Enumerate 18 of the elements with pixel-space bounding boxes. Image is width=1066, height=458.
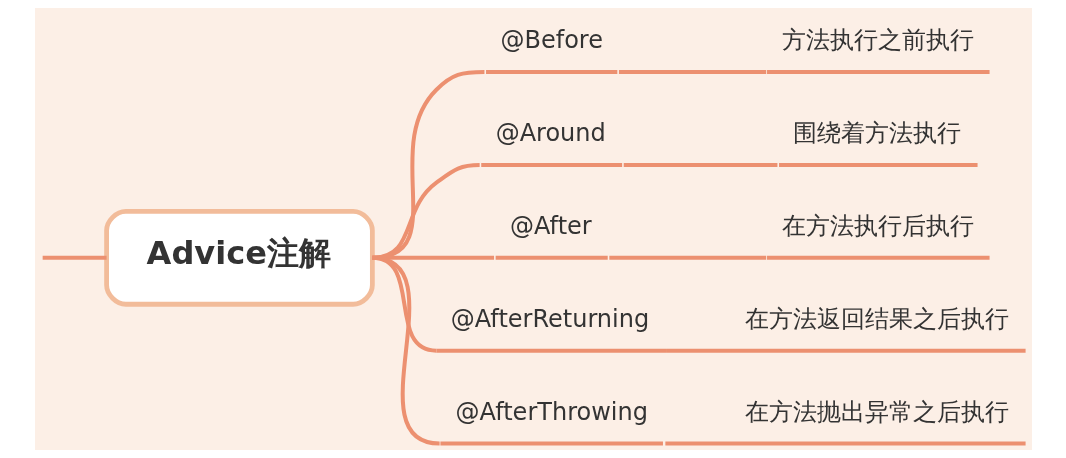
node-text: 方法执行之前执行 [781,26,974,55]
node-text: @Before [499,26,603,55]
node-text: 围绕着方法执行 [792,118,961,147]
node-text: @AfterReturning [450,304,649,333]
connector [608,255,766,260]
node-text: @AfterThrowing [455,397,648,426]
connector [666,348,731,353]
node-text: 在方法抛出异常之后执行 [744,397,1009,426]
connector [664,441,731,446]
node-box: Advice注解 [103,209,375,307]
connector [371,255,440,446]
connector [618,70,766,75]
connector [623,162,777,167]
node-text: 在方法执行后执行 [781,211,974,240]
connector [42,255,107,260]
node-text: 在方法返回结果之后执行 [744,304,1009,333]
node-text: @After [509,211,592,240]
node-text: @Around [495,118,606,147]
